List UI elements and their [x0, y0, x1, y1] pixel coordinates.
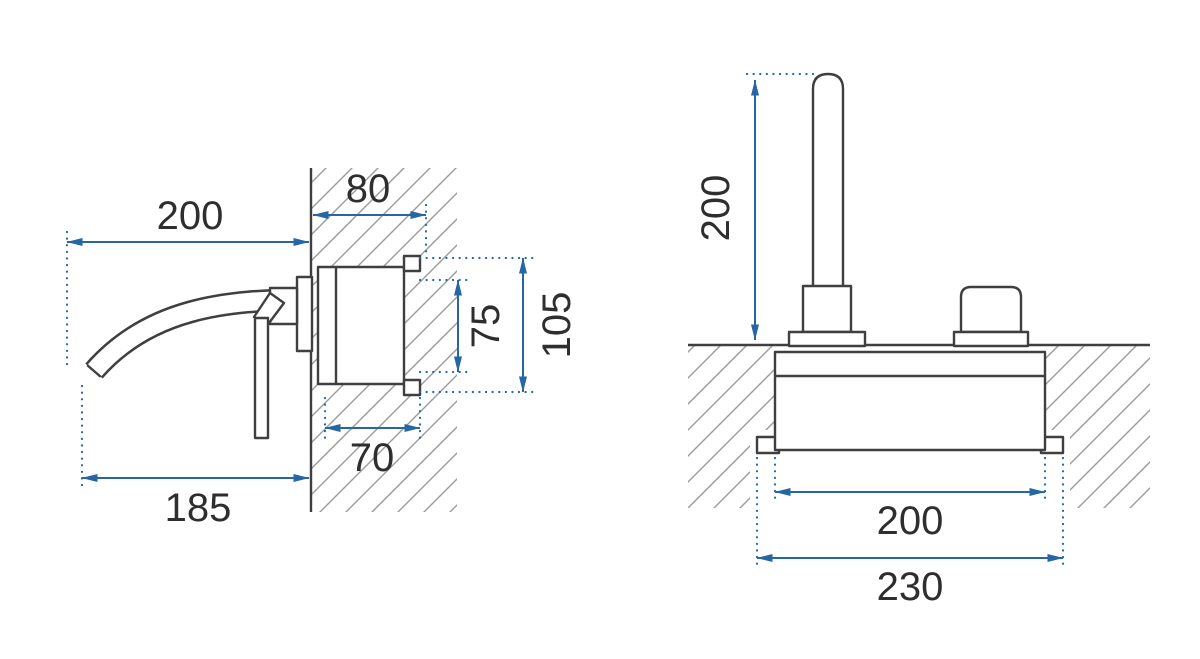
dim-spout-height: 200	[694, 72, 815, 341]
dim-body-width: 200	[773, 456, 1047, 543]
dim-inner-height: 75	[418, 278, 508, 374]
spout-mount	[801, 284, 853, 334]
dim-body-depth: 70	[323, 396, 422, 480]
handle-base	[952, 330, 1030, 348]
concealed-body	[316, 254, 422, 397]
dim-label-200-top: 200	[157, 194, 224, 238]
spout-front	[787, 72, 867, 348]
dim-label-75: 75	[464, 304, 508, 349]
dim-spout-reach-bottom: 185	[80, 384, 310, 530]
dim-label-185: 185	[165, 486, 232, 530]
dim-label-80: 80	[346, 167, 391, 211]
dim-label-230: 230	[877, 565, 944, 609]
dim-total-width: 230	[755, 456, 1065, 609]
dim-label-70: 70	[350, 436, 395, 480]
dim-label-200-height: 200	[694, 175, 738, 242]
under-counter-body	[755, 350, 1065, 455]
handle-front	[952, 285, 1030, 348]
dim-total-height: 105	[418, 256, 579, 394]
mounting-tab-bottom	[402, 378, 422, 397]
wall-plate	[295, 275, 314, 353]
front-view: 200 200 230	[688, 72, 1150, 609]
dim-label-105: 105	[535, 292, 579, 359]
dim-label-200-width: 200	[877, 499, 944, 543]
lever-handle	[253, 316, 270, 440]
mounting-tab-top	[402, 254, 422, 273]
spout-flange	[787, 330, 867, 348]
dim-spout-reach-top: 200	[65, 194, 310, 372]
dim-wall-depth: 80	[312, 167, 428, 258]
side-view: 80 200 75 105 70	[65, 167, 579, 530]
